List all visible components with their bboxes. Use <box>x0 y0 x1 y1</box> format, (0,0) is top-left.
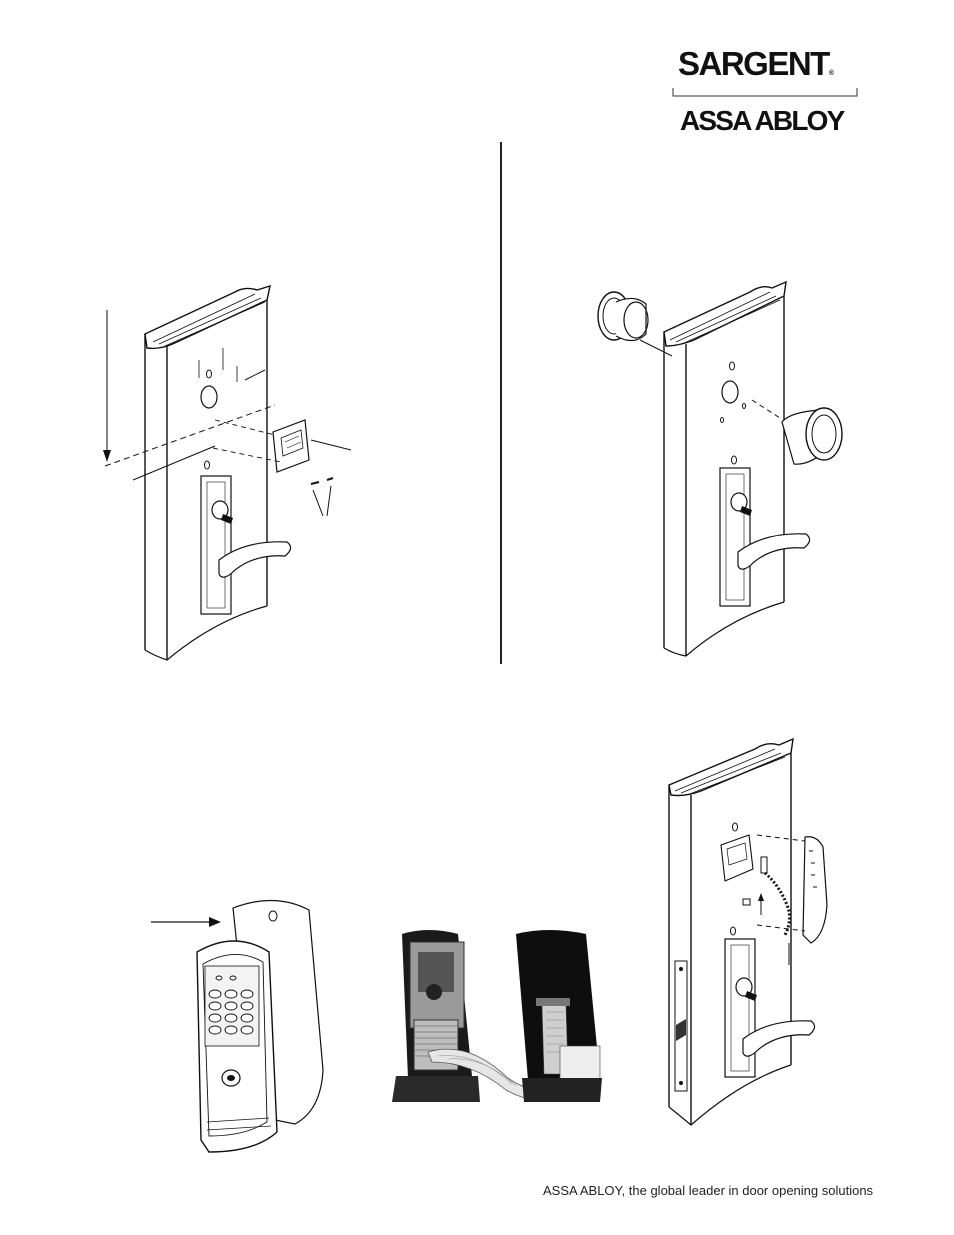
sargent-logo: SARGENT® <box>678 44 858 84</box>
keypad-ribbon-cable-photo <box>388 928 608 1108</box>
door-keypad-connection-figure <box>665 735 845 1130</box>
footer-tagline: ASSA ABLOY, the global leader in door op… <box>543 1183 873 1198</box>
door-mounting-plate-figure <box>95 270 365 670</box>
logo-divider-bracket <box>672 88 858 98</box>
sargent-logo-text: SARGENT <box>678 45 829 82</box>
assa-abloy-logo: ASSA ABLOY <box>680 103 844 139</box>
door-cylinder-bushing-figure <box>580 268 850 668</box>
registered-mark: ® <box>829 70 834 77</box>
column-divider <box>500 142 502 664</box>
keypad-housing-figure <box>145 890 345 1160</box>
